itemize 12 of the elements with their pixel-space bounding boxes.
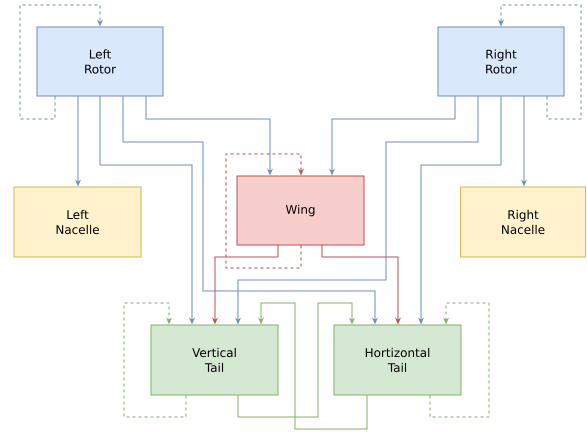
tail-box: Hortizontal Tail bbox=[334, 324, 462, 396]
tail-box: Vertical Tail bbox=[150, 324, 278, 396]
wing-box: Wing bbox=[236, 176, 364, 246]
self-loop-arrow bbox=[124, 302, 186, 418]
nacelle-box: Right Nacelle bbox=[460, 186, 586, 258]
self-loop-arrow bbox=[430, 302, 490, 418]
arrow bbox=[238, 302, 356, 418]
rotor-box: Right Rotor bbox=[438, 26, 564, 96]
self-loop-arrow bbox=[226, 154, 304, 268]
self-loop-arrow bbox=[20, 4, 104, 120]
rotor-box: Left Rotor bbox=[36, 26, 164, 96]
nacelle-box: Left Nacelle bbox=[14, 186, 142, 258]
